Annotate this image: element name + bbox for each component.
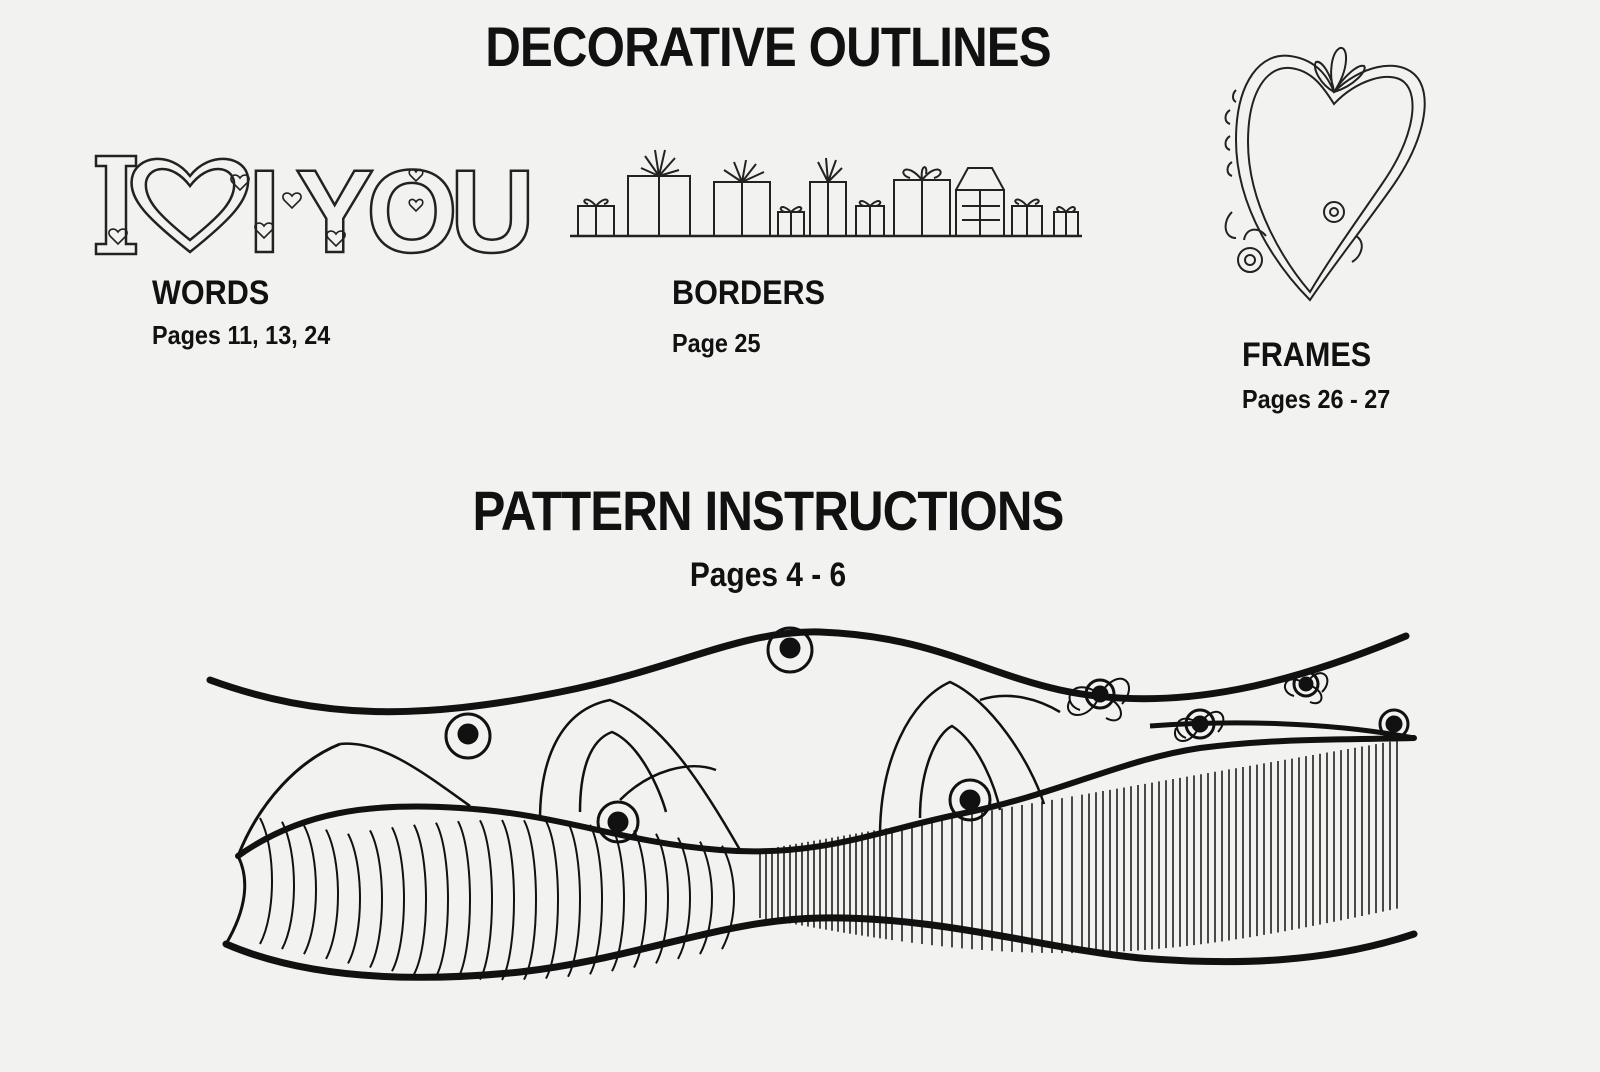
stripe-line [633,829,647,969]
page-title: DECORATIVE OUTLINES [485,15,1051,78]
stripe-line [479,819,493,981]
stripe-line [677,837,691,960]
stripe-line [369,829,383,969]
stripe-line [391,826,405,972]
stripe-line [611,826,625,972]
stripe-line [457,820,471,980]
pattern-pages: Pages 4 - 6 [689,556,847,594]
pattern-title: PATTERN INSTRUCTIONS [472,479,1064,542]
stripe-line [281,821,295,950]
frames-label: FRAMES [1242,336,1372,374]
stripe-line [545,820,559,980]
frames-pages: Pages 26 - 27 [1242,384,1391,414]
stripe-line [501,819,515,981]
stripe-line [655,833,669,964]
stripe-line [325,829,339,960]
stripe-line [259,817,273,945]
heart-icon [130,157,250,254]
stripe-line [347,833,361,964]
stripe-line [567,822,581,978]
words-label: WORDS [152,274,270,312]
stripe-line [303,825,317,955]
stripe-line [523,819,537,981]
borders-pages: Page 25 [672,328,761,358]
stripe-line [413,824,427,975]
stripe-line [721,845,735,950]
words-pages: Pages 11, 13, 24 [152,320,331,350]
borders-label: BORDERS [672,274,826,312]
stripe-line [589,824,603,975]
words-art-text: I YOU [248,146,529,278]
stripe-line [699,841,713,955]
stripe-line [435,822,449,978]
